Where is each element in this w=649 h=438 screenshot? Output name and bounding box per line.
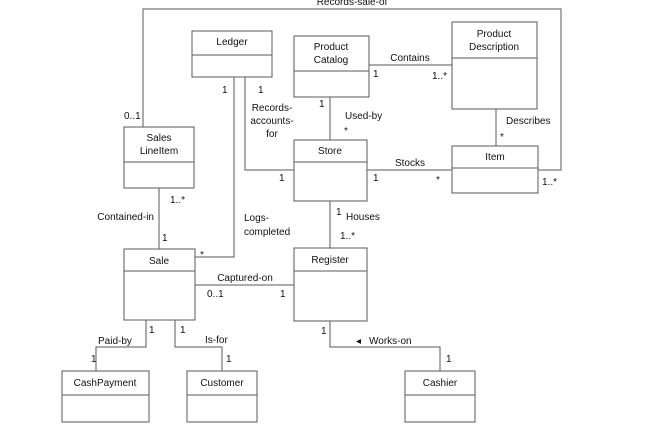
logs-completed-line [195,77,235,258]
mult-houses-store: 1 [336,207,342,218]
class-ledger-name: Ledger [216,37,248,48]
mult-stocks-item: * [436,175,440,186]
mult-works-on-register: 1 [321,326,327,337]
class-sales-lineitem-name-line2: LineItem [140,146,178,157]
class-cashier-name: Cashier [423,378,458,389]
records-sale-of-label: Records-sale-of [317,0,388,8]
class-sales-lineitem: Sales LineItem [123,126,195,189]
is-for-label: Is-for [205,335,228,346]
records-accounts-for-label-line3: for [266,129,278,140]
class-store-name: Store [318,146,342,157]
class-register-name: Register [311,255,349,266]
captured-on-label: Captured-on [217,273,273,284]
mult-paid-by-sale: 1 [149,325,155,336]
mult-contained-in-lineitem: 1..* [170,195,185,206]
contained-in-label: Contained-in [97,212,154,223]
mult-logs-completed-ledger: 1 [222,85,228,96]
mult-contained-in-sale: 1 [162,233,168,244]
mult-houses-register: 1..* [340,231,355,242]
mult-used-by-store: * [344,126,348,137]
class-cash-payment-name: CashPayment [74,378,137,389]
mult-logs-completed-sale: * [200,250,204,261]
class-customer-name: Customer [200,378,244,389]
mult-is-for-sale: 1 [180,325,186,336]
class-product-catalog: Product Catalog [293,35,370,98]
logs-completed-label-line1: Logs- [244,213,269,224]
mult-captured-on-register: 1 [280,289,286,300]
association-lines [95,8,562,371]
class-sales-lineitem-name-line1: Sales [146,133,171,144]
mult-used-by-catalog: 1 [319,99,325,110]
class-product-description-name-line1: Product [477,29,512,40]
mult-paid-by-cash: 1 [91,354,97,365]
class-store: Store [293,139,368,202]
class-ledger: Ledger [191,30,273,78]
class-sale-name: Sale [149,256,169,267]
class-product-description: Product Description [451,21,538,110]
mult-contains-catalog: 1 [373,69,379,80]
mult-is-for-customer: 1 [226,354,232,365]
works-on-label: Works-on [369,336,412,347]
multiplicities: 0..1 1..* 1 1..* 1 1 1 * 1 * * 1 * 1..* … [91,69,557,365]
mult-describes-item: * [500,132,504,143]
class-product-catalog-name-line2: Catalog [314,55,348,66]
used-by-label: Used-by [345,111,382,122]
class-cash-payment: CashPayment [61,370,150,423]
logs-completed-label-line2: completed [244,227,290,238]
records-accounts-for-line [244,77,294,171]
records-accounts-for-label-line2: accounts- [250,116,293,127]
works-on-line [329,321,441,371]
class-register: Register [293,247,368,322]
mult-captured-on-sale: 0..1 [207,289,224,300]
class-product-catalog-name-line1: Product [314,42,349,53]
mult-contains-description: 1..* [432,71,447,82]
class-customer: Customer [186,370,258,423]
mult-stocks-store: 1 [373,173,379,184]
association-labels: Records-sale-of Contains Records- accoun… [97,0,550,347]
paid-by-label: Paid-by [98,336,132,347]
contains-label: Contains [390,53,429,64]
mult-works-on-cashier: 1 [446,354,452,365]
mult-records-accounts-ledger: 1 [258,85,264,96]
class-item: Item [451,145,539,194]
describes-label: Describes [506,116,550,127]
is-for-line [174,320,223,371]
class-product-description-name-line2: Description [469,42,519,53]
class-item-name: Item [485,152,504,163]
mult-records-sale-of-lineitem: 0..1 [124,111,141,122]
mult-records-accounts-store: 1 [279,173,285,184]
works-on-direction-arrow-icon [356,339,361,344]
houses-label: Houses [346,212,380,223]
records-accounts-for-label-line1: Records- [252,103,293,114]
records-sale-of-line [142,8,562,171]
mult-records-sale-of-item: 1..* [542,177,557,188]
paid-by-line [95,320,147,371]
stocks-label: Stocks [395,158,425,169]
class-cashier: Cashier [404,370,476,423]
class-sale: Sale [123,248,196,321]
